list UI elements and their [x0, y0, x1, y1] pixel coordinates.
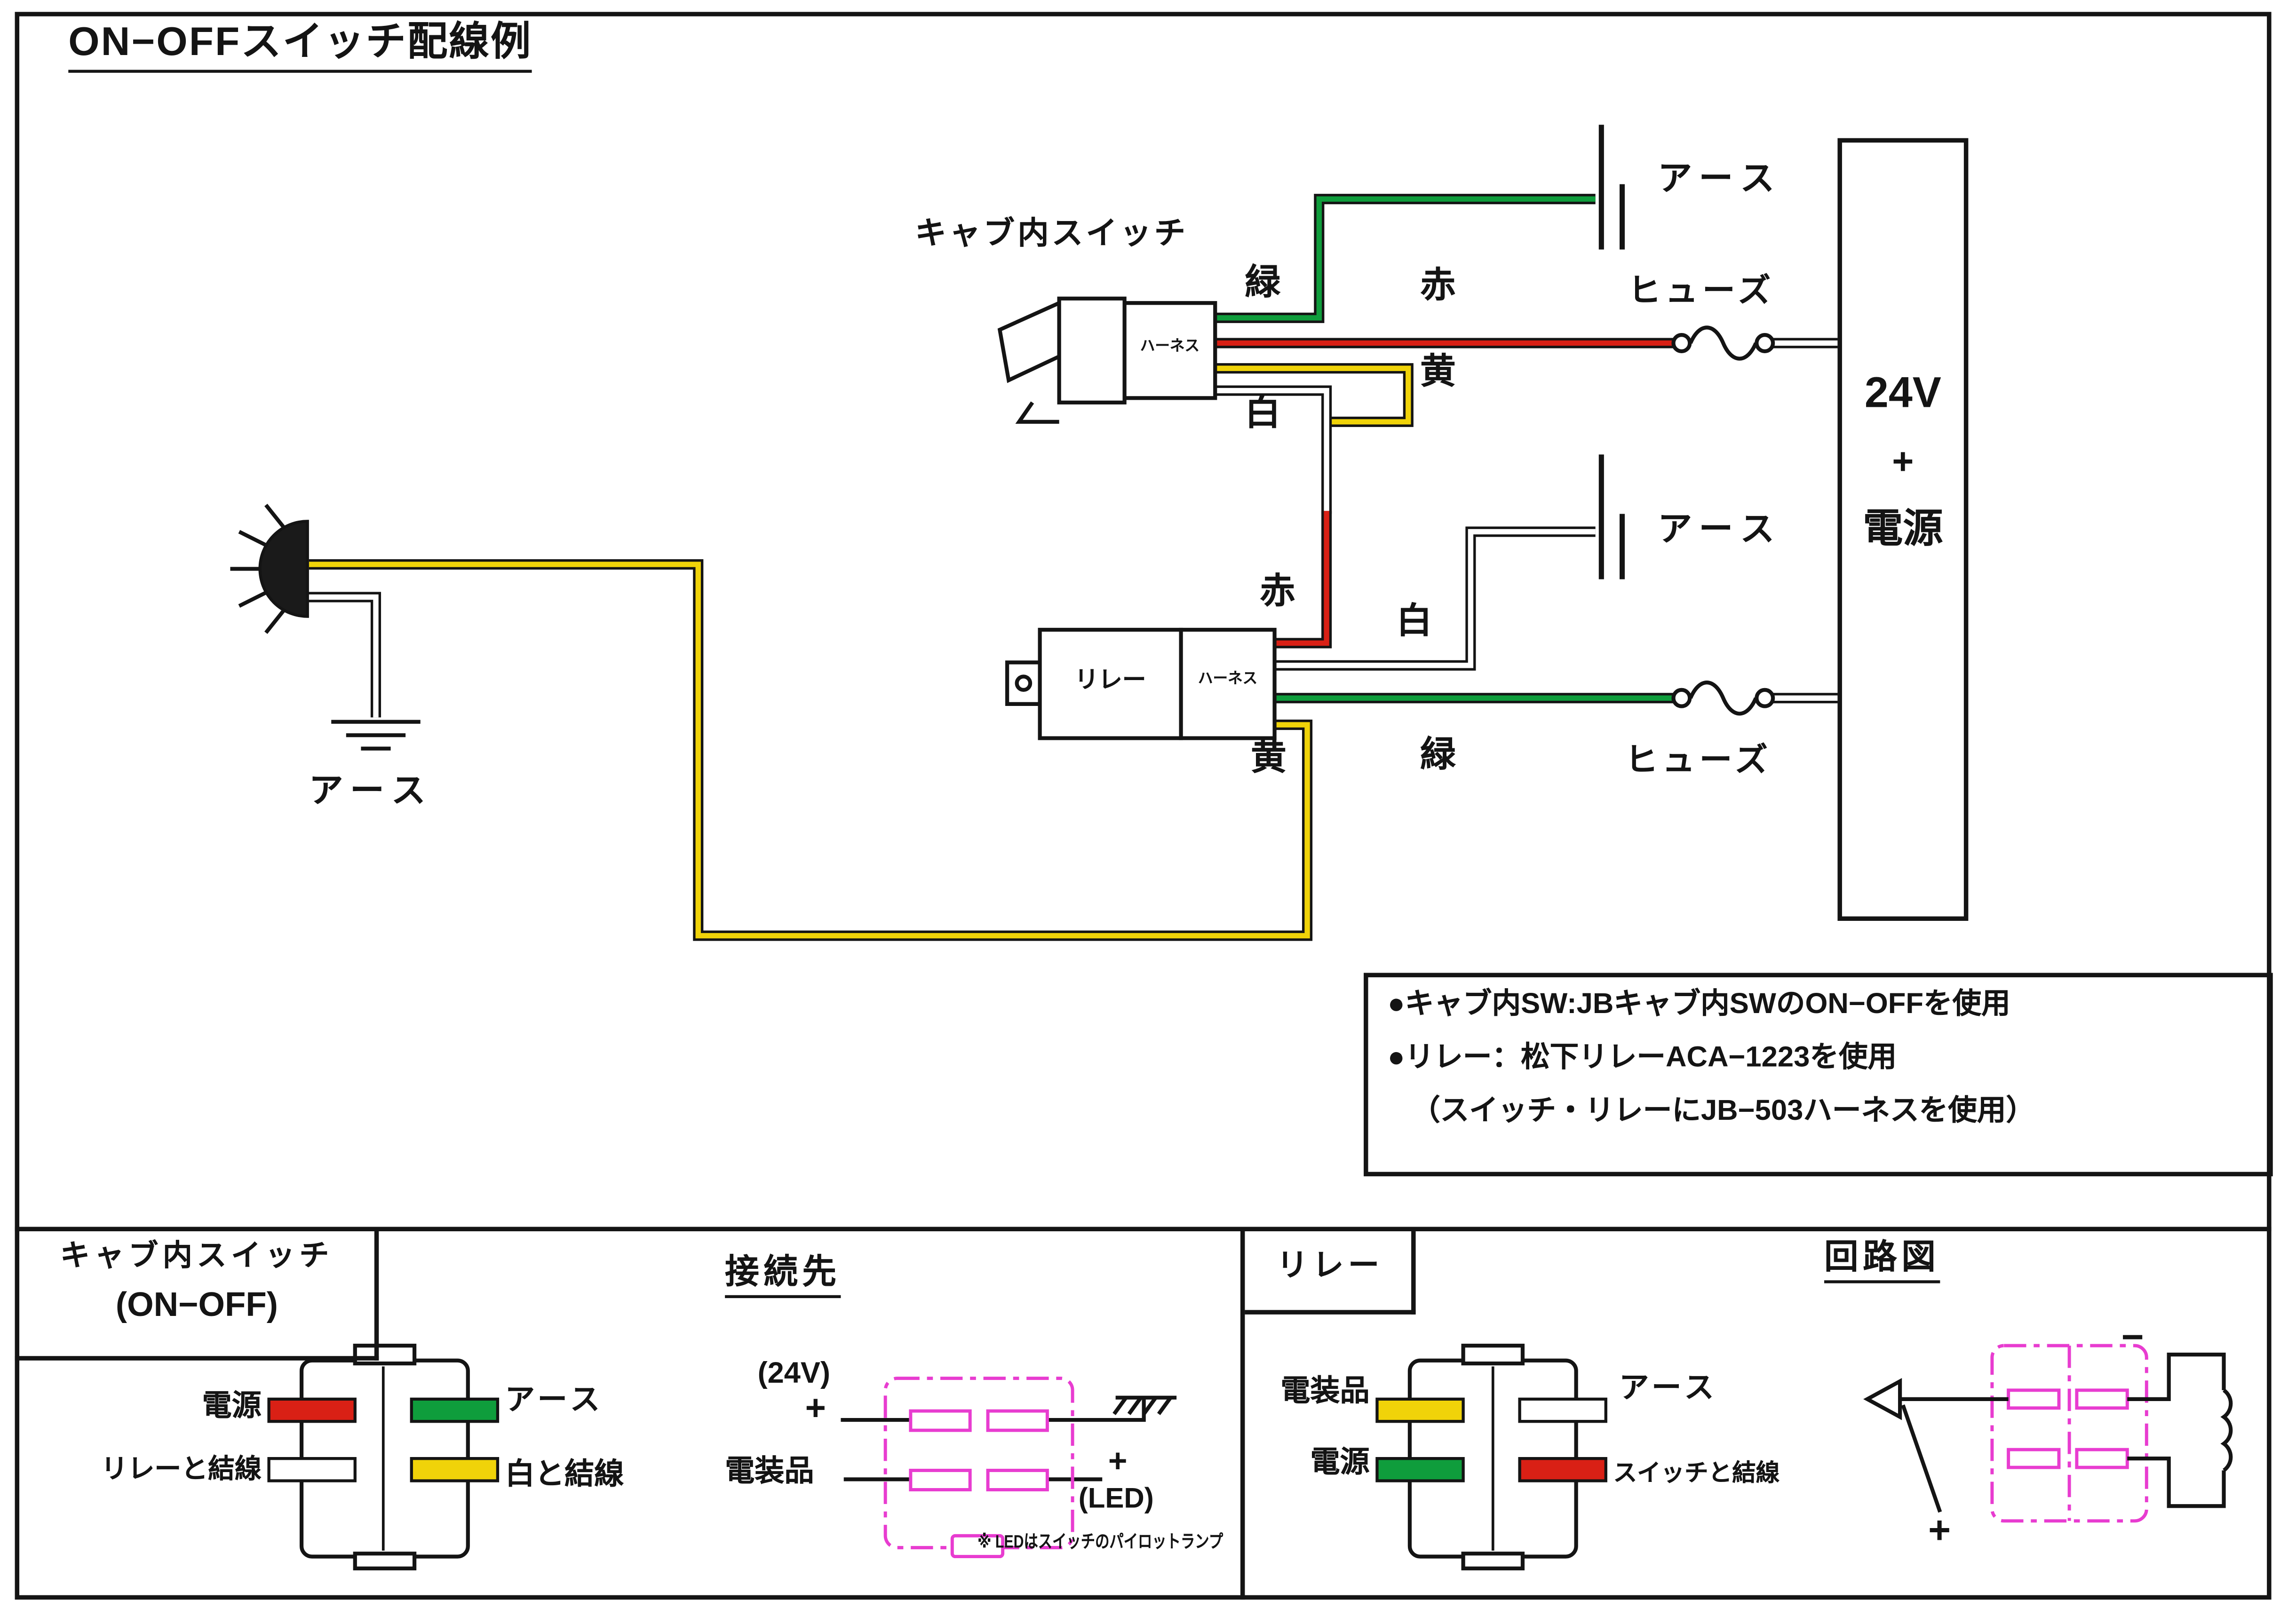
earth-label-top: アース [1658, 158, 1784, 198]
circuit-plus: + [1928, 1507, 1951, 1553]
terminal-power-red [267, 1397, 357, 1423]
relay-label: リレー [1074, 668, 1146, 694]
connect-panel-note: ※ LEDはスイッチのパイロットランプ [977, 1531, 1223, 1553]
switch-panel-to-white-label: 白と結線 [505, 1458, 624, 1491]
wire-label-yellow-relay: 黄 [1251, 738, 1287, 778]
terminal-earth-white [1518, 1397, 1607, 1423]
connection-pinout [841, 1377, 1177, 1559]
fuse-top-symbol [1671, 325, 1775, 361]
connect-panel-24v: (24V) [757, 1357, 831, 1390]
wire-label-red-relay: 赤 [1259, 571, 1295, 612]
note-line-2: ●リレー：松下リレーACA−1223を使用 [1387, 1041, 1897, 1074]
switch-harness-label: ハーネス [1140, 339, 1200, 355]
earth-label-mid: アース [1658, 509, 1784, 548]
switch-panel-earth-label: アース [505, 1384, 604, 1417]
terminal-relay-white [267, 1457, 357, 1482]
relay-panel-equipment-label: 電装品 [1280, 1375, 1370, 1408]
notes-box [1364, 973, 2273, 1177]
switch-connector [267, 1344, 500, 1570]
relay-panel-title-box [1245, 1231, 1416, 1315]
white-wire-top [1215, 385, 1332, 514]
relay-harness-label: ハーネス [1198, 671, 1258, 688]
circuit-schematic [1863, 1344, 2233, 1523]
circuit-minus: − [2121, 1314, 2144, 1359]
power-plus: + [1892, 441, 1914, 483]
connect-panel-led: (LED) [1078, 1483, 1154, 1515]
terminal-white-yellow [410, 1457, 500, 1482]
green-wire-top [1215, 194, 1596, 323]
connect-panel-equipment: 電装品 [725, 1455, 814, 1489]
lamp-ground-wire [306, 592, 381, 718]
yellow-wire-top [1215, 363, 1414, 427]
relay-panel-earth-label: アース [1619, 1372, 1719, 1405]
earth-label-lamp: アース [309, 771, 435, 810]
circuit-panel-title: 回路図 [1824, 1237, 1940, 1284]
lamp-icon [230, 504, 309, 634]
fuse-bottom-symbol [1671, 681, 1775, 716]
wire-label-yellow-top: 黄 [1420, 352, 1456, 392]
cab-switch-icon [997, 296, 1127, 424]
note-line-1: ●キャブ内SW:JBキャブ内SWのON−OFFを使用 [1387, 988, 2010, 1021]
earth-symbol-top [1598, 125, 1625, 250]
power-volts: 24V [1864, 370, 1941, 418]
switch-harness-box [1122, 301, 1217, 400]
wire-label-green-relay: 緑 [1420, 735, 1456, 776]
wire-label-red-top: 赤 [1420, 266, 1456, 306]
page-title: ON−OFFスイッチ配線例 [68, 20, 532, 72]
power-supply-box [1837, 138, 1969, 921]
connect-panel-plus-in: + [805, 1388, 826, 1429]
earth-symbol-lamp [331, 720, 421, 751]
switch-panel-title-box [15, 1231, 379, 1361]
connect-panel-title: 接続先 [725, 1252, 841, 1299]
panel-divider-vertical [1240, 1227, 1245, 1600]
wire-label-white-relay: 白 [1396, 601, 1432, 642]
relay-connector [1375, 1344, 1607, 1570]
note-line-3: （スイッチ・リレーにJB−503ハーネスを使用） [1411, 1094, 2035, 1127]
switch-panel-title-2: (ON−OFF) [115, 1284, 278, 1323]
terminal-earth-green [410, 1397, 500, 1423]
connect-panel-plus-out: + [1108, 1442, 1128, 1480]
relay-body [1005, 627, 1277, 740]
white-wire-relay [1274, 526, 1596, 671]
wire-label-white-top: 白 [1245, 393, 1281, 434]
diagram-border [15, 12, 2272, 1600]
fuse-label-top: ヒューズ [1628, 271, 1775, 309]
earth-symbol-mid [1598, 454, 1625, 579]
terminal-power-green [1375, 1457, 1465, 1482]
cab-switch-label: キャブ内スイッチ [915, 217, 1189, 251]
relay-panel-power-label: 電源 [1310, 1446, 1370, 1480]
relay-panel-title: リレー [1277, 1249, 1384, 1283]
terminal-switch-red [1518, 1457, 1607, 1482]
relay-panel-to-switch-label: スイッチと結線 [1613, 1461, 1780, 1487]
switch-panel-to-relay-label: リレーと結線 [101, 1454, 262, 1484]
terminal-equipment-yellow [1375, 1397, 1465, 1423]
switch-panel-title-1: キャブ内スイッチ [60, 1240, 334, 1273]
switch-panel-power-label: 電源 [202, 1390, 262, 1423]
power-label: 電源 [1863, 506, 1943, 551]
yellow-wire-relay [309, 559, 1313, 941]
red-wire-relay [1274, 511, 1332, 649]
fuse-label-bottom: ヒューズ [1625, 741, 1772, 778]
panel-divider-horizontal [15, 1227, 2272, 1231]
wire-label-green-top: 緑 [1245, 262, 1281, 303]
